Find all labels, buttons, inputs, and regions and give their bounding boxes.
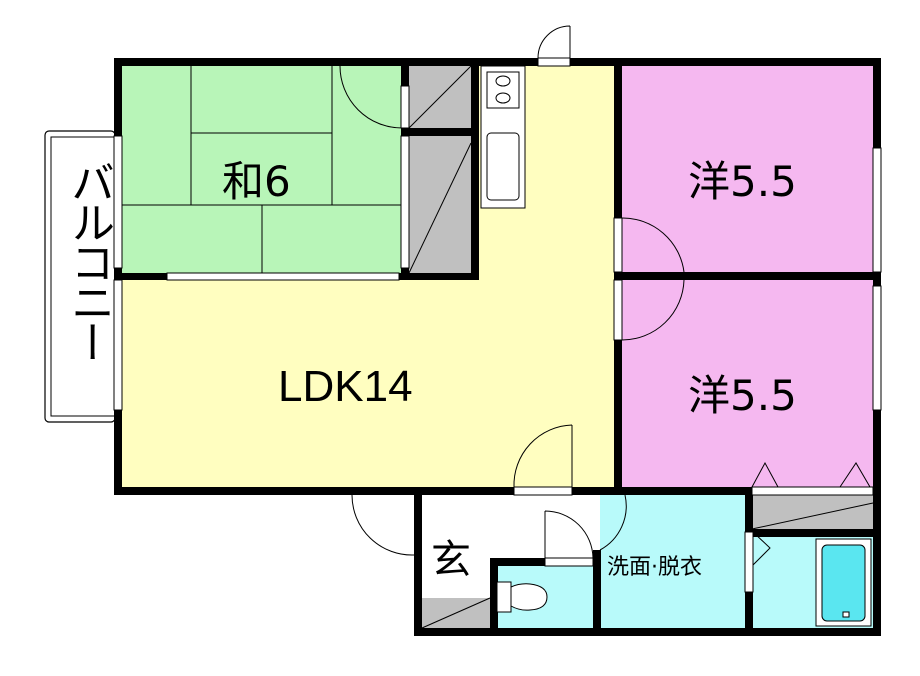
room-genkan [422,495,490,598]
room-yoshitsu-1 [622,66,873,273]
walls [114,58,881,636]
windows [113,85,882,411]
balcony [44,130,116,423]
closet-yoshitsu-2 [752,495,873,529]
bathtub [815,538,872,627]
toilet-fixture [496,581,548,613]
tatami-lines [122,66,409,273]
door-swings [339,25,874,593]
room-yoshitsu-2 [622,280,873,487]
room-washitsu [122,66,409,273]
closet-washitsu-2 [409,136,471,273]
kitchen-counter [480,65,526,209]
room-senmen [600,495,745,628]
closet-diagonals [408,65,874,629]
